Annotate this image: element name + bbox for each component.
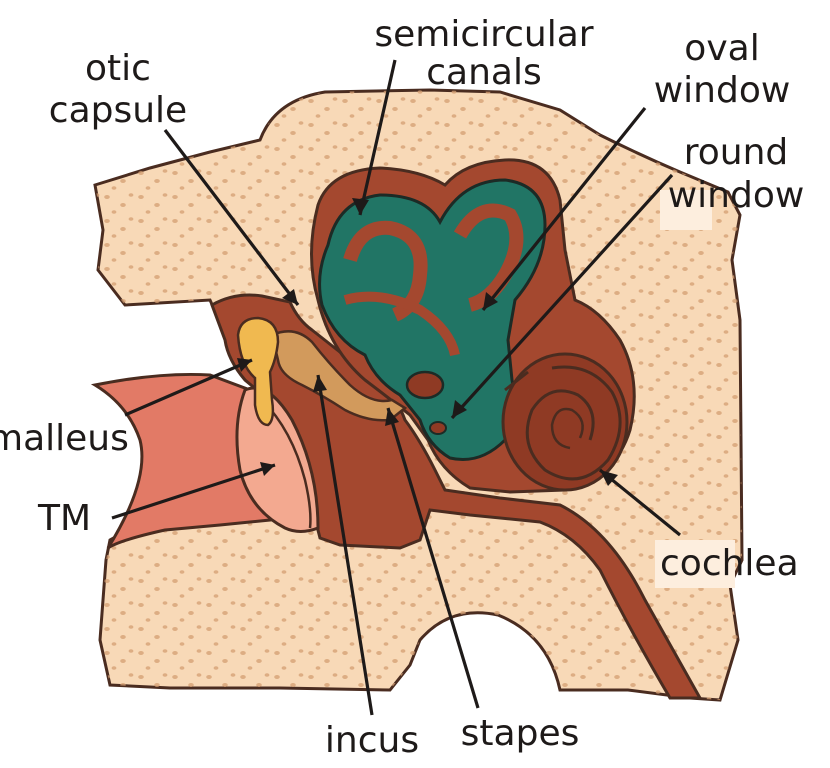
cochlea-label: cochlea bbox=[660, 543, 799, 584]
stapes-leader bbox=[386, 407, 480, 709]
tm-rim bbox=[261, 399, 312, 529]
cochlea-leader bbox=[598, 468, 682, 537]
round-window-label-line2: window bbox=[668, 175, 805, 216]
incus-leader bbox=[316, 374, 374, 716]
cochlea-shape bbox=[501, 352, 629, 492]
malleus-shape bbox=[236, 316, 280, 427]
tympanic-membrane bbox=[235, 386, 320, 533]
oval-window-mark bbox=[405, 370, 445, 400]
round-window-mark bbox=[429, 421, 447, 435]
malleus-label: malleus bbox=[0, 418, 129, 459]
canal-loop-2 bbox=[453, 203, 524, 312]
canal-loop-3 bbox=[343, 291, 460, 357]
stapes-label: stapes bbox=[461, 713, 580, 754]
incus-shape bbox=[270, 330, 408, 422]
oval-window-label-line2: window bbox=[654, 70, 791, 111]
oval-window-label-line1: oval bbox=[684, 28, 759, 69]
oval-window-leader bbox=[481, 106, 647, 312]
tm-leader bbox=[111, 463, 276, 520]
cochlea-highlight bbox=[655, 540, 735, 588]
semicircular-canals-label-line1: semicircular bbox=[374, 14, 593, 55]
round-window-leader bbox=[450, 173, 674, 420]
ear-canal bbox=[90, 372, 272, 550]
canal-loop-1 bbox=[343, 220, 428, 322]
round-window-highlight bbox=[660, 190, 712, 230]
semicircular-canals-label-line2: canals bbox=[426, 52, 542, 93]
otic-capsule-leader bbox=[163, 129, 300, 306]
otic-capsule-label-line2: capsule bbox=[49, 90, 187, 131]
otic-capsule-label-line1: otic bbox=[85, 48, 151, 89]
semicircular-canals-leader bbox=[358, 59, 397, 216]
round-window-label-line1: round bbox=[684, 132, 789, 173]
tm-label: TM bbox=[37, 498, 91, 539]
incus-label: incus bbox=[325, 720, 419, 761]
malleus-leader bbox=[124, 358, 253, 417]
